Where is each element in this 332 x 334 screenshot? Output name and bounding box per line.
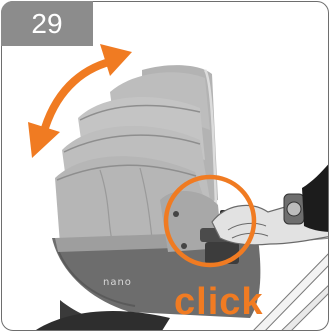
brand-logo: nano (103, 277, 132, 288)
click-label: click (174, 282, 264, 322)
step-number-badge: 29 (1, 1, 93, 46)
